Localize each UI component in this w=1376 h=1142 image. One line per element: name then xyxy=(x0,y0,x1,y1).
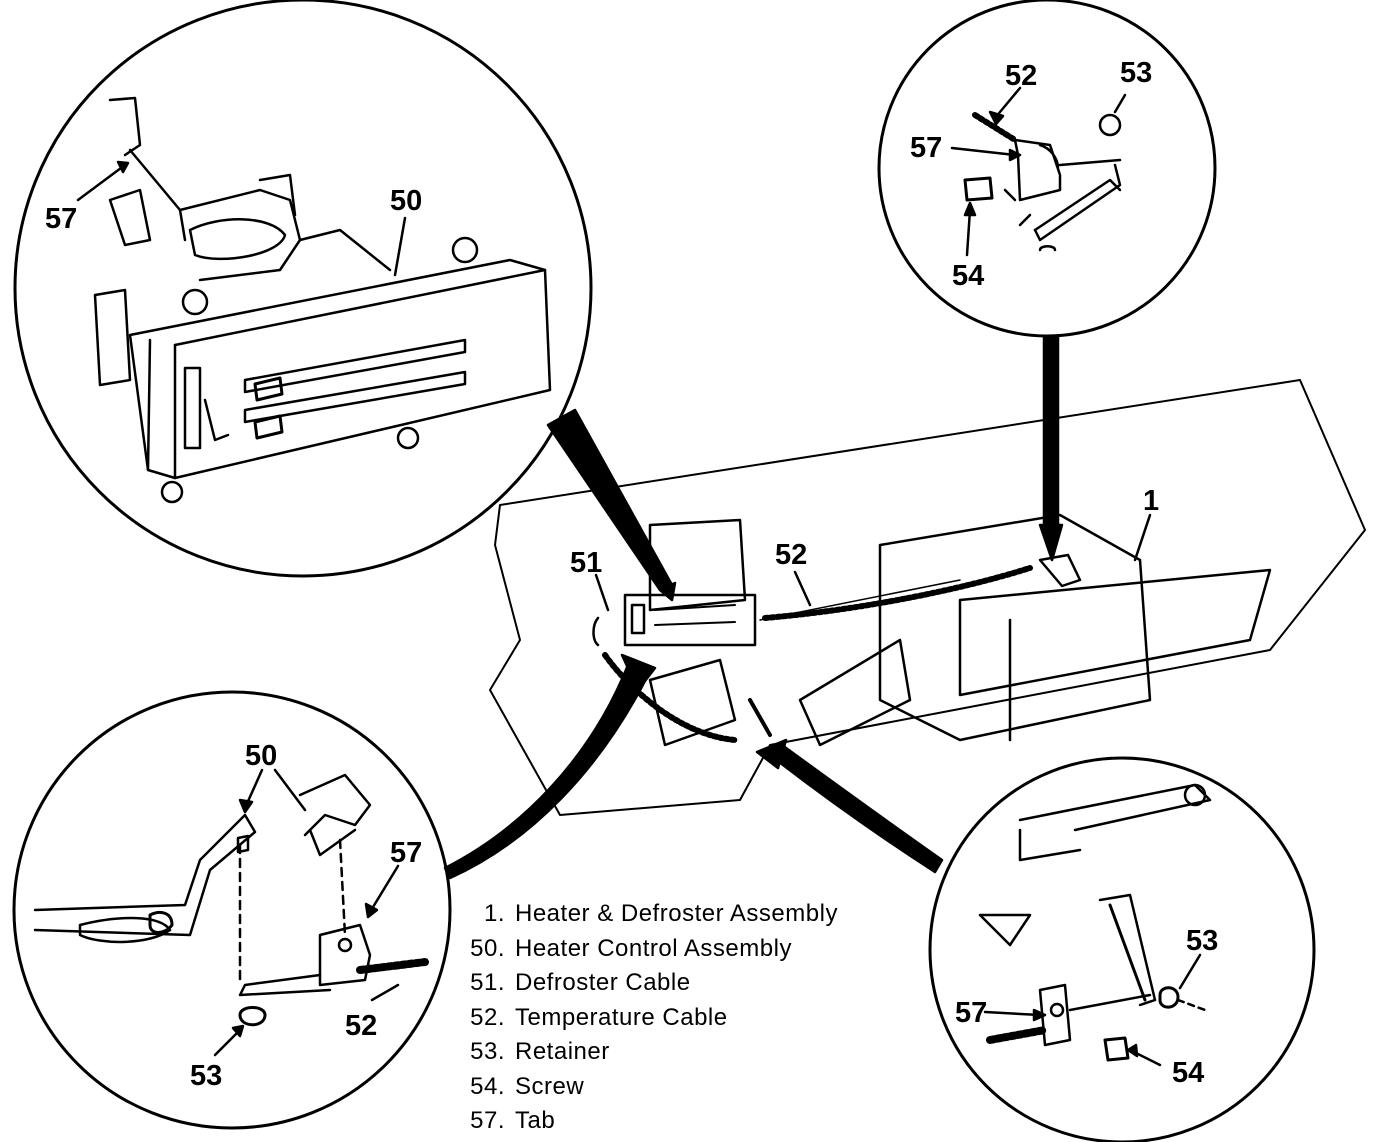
callout-57-top-left: 57 xyxy=(45,203,77,235)
leader-curve-defroster xyxy=(443,663,650,880)
temperature-cable-attachment-circle xyxy=(877,0,1217,338)
leader-wedge-heater-control xyxy=(546,408,674,592)
legend-item: 57. Tab xyxy=(455,1104,925,1139)
callout-53-bottom-left: 53 xyxy=(190,1060,222,1092)
callout-arrows xyxy=(76,86,1202,1067)
legend-label: Temperature Cable xyxy=(515,1003,728,1031)
leader-curve-temperature xyxy=(768,743,944,874)
legend-number: 57. xyxy=(470,1107,505,1134)
callout-labels: 57 50 52 53 57 54 51 52 1 50 57 52 53 53… xyxy=(45,57,1218,1092)
legend-label: Heater Control Assembly xyxy=(515,934,792,962)
legend-label: Heater & Defroster Assembly xyxy=(515,900,838,927)
callout-53-bottom-right: 53 xyxy=(1186,925,1218,957)
legend-number: 1. xyxy=(483,900,505,927)
cable-at-control-circle xyxy=(12,690,452,1130)
callout-52-top-right: 52 xyxy=(1005,60,1037,92)
legend-item: 54. Screw xyxy=(455,1070,925,1105)
legend-item: 50. Heater Control Assembly xyxy=(455,932,925,967)
callout-51-main: 51 xyxy=(570,547,602,579)
callout-57-bottom-right: 57 xyxy=(955,997,987,1029)
callout-50-top-left: 50 xyxy=(390,185,422,217)
callout-57-top-right: 57 xyxy=(910,132,942,164)
leader-bar-temperature-cable xyxy=(1038,334,1064,562)
callout-54-bottom-right: 54 xyxy=(1172,1057,1204,1089)
legend-number: 52. xyxy=(470,1003,505,1031)
legend-label: Defroster Cable xyxy=(515,969,691,996)
legend-item: 52. Temperature Cable xyxy=(455,1001,925,1036)
callout-53-top-right: 53 xyxy=(1120,57,1152,89)
callout-54-top-right: 54 xyxy=(952,260,984,292)
callout-52-main: 52 xyxy=(775,539,807,571)
legend-item: 51. Defroster Cable xyxy=(455,966,925,1001)
legend-label: Tab xyxy=(515,1107,556,1134)
callout-50-bottom-left: 50 xyxy=(245,740,277,772)
heater-defroster-assembly-drawing xyxy=(489,379,1366,816)
legend-number: 50. xyxy=(470,934,505,962)
heater-control-detail-circle xyxy=(13,0,593,578)
callout-52-bottom-left: 52 xyxy=(345,1010,377,1042)
callout-1-main: 1 xyxy=(1143,485,1159,517)
callout-57-bottom-left: 57 xyxy=(390,837,422,869)
legend-number: 53. xyxy=(470,1038,505,1065)
parts-legend: 1. Heater & Defroster Assembly 50. Heater … xyxy=(455,897,925,1139)
legend-label: Screw xyxy=(515,1072,585,1100)
legend-item: 1. Heater & Defroster Assembly xyxy=(455,897,925,932)
legend-item: 53. Retainer xyxy=(455,1035,925,1070)
legend-label: Retainer xyxy=(515,1038,610,1065)
cable-at-heater-circle xyxy=(928,756,1316,1142)
legend-number: 51. xyxy=(470,969,505,996)
legend-number: 54. xyxy=(470,1072,505,1100)
